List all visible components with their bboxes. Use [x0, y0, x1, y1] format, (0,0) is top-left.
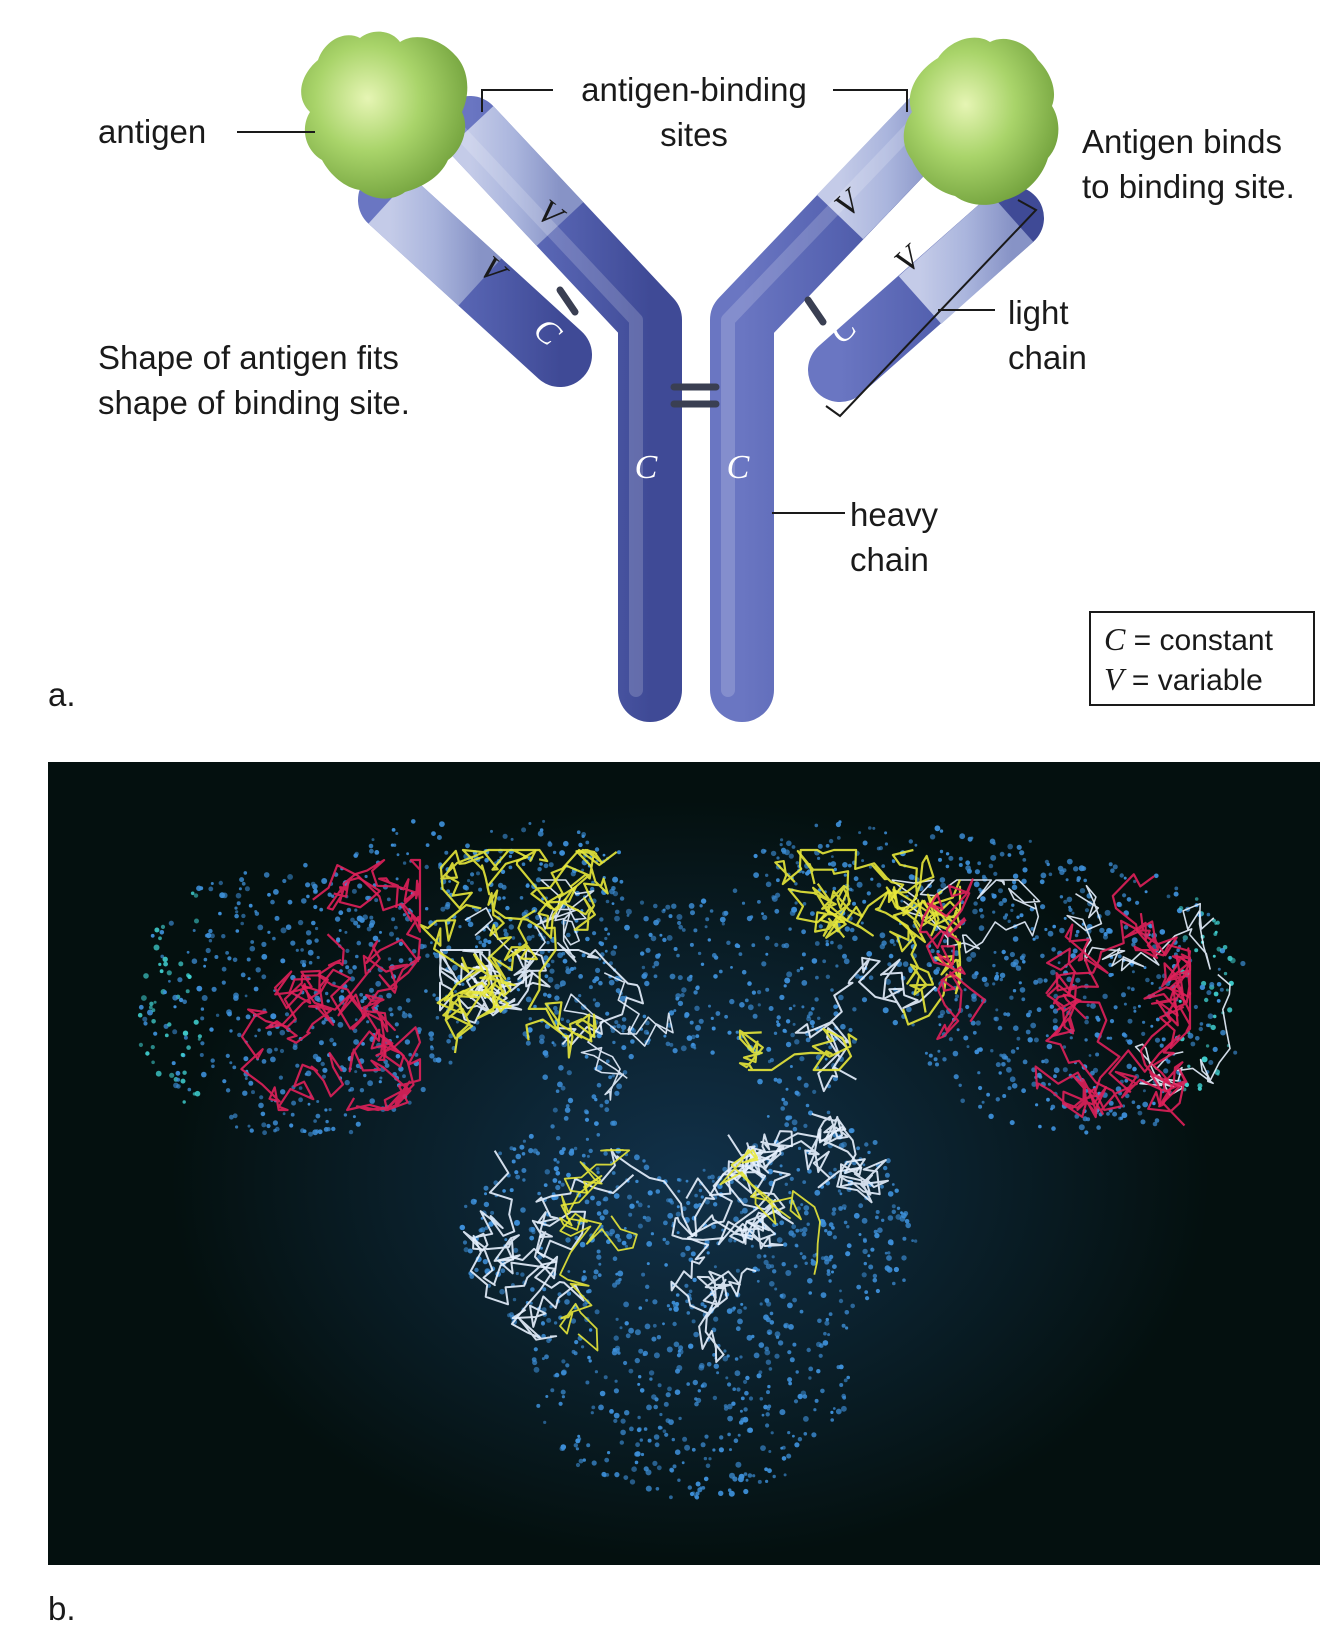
- backbone-white: [750, 1126, 889, 1204]
- backbone-yellow: [559, 1149, 638, 1252]
- backbone-yellow: [436, 981, 509, 1054]
- backbone-yellow: [774, 848, 905, 939]
- c-domain-heavy-left: C: [635, 449, 658, 486]
- heavy-chain-right: [710, 86, 967, 722]
- backbone-white: [1066, 884, 1215, 972]
- backbone-white: [709, 1134, 791, 1246]
- backbone-yellow: [439, 848, 549, 910]
- backbone-red: [240, 933, 363, 1112]
- bond-right-arm: [804, 296, 827, 326]
- legend-c-text: = constant: [1125, 624, 1273, 657]
- antibody-molecular-model: [137, 819, 1246, 1500]
- panel-b-label: b.: [48, 1590, 76, 1626]
- leader-binding-right: [833, 89, 908, 112]
- legend-v-symbol: V: [1104, 661, 1127, 697]
- label-binding-sites-2: sites: [660, 116, 728, 153]
- label-antigen: antigen: [98, 113, 206, 150]
- backbone-yellow: [719, 1149, 821, 1275]
- bracket-light-chain: [825, 199, 1038, 418]
- backbone-red: [326, 858, 422, 924]
- backbone-red: [312, 863, 422, 1033]
- backbone-yellow: [738, 1027, 858, 1072]
- backbone-red: [918, 878, 986, 1041]
- label-binds-2: to binding site.: [1082, 168, 1295, 205]
- legend-v-text: = variable: [1124, 664, 1263, 697]
- backbone-yellow: [787, 849, 864, 939]
- backbone-yellow: [515, 848, 609, 931]
- light-chain-right: [808, 186, 1044, 402]
- backbone-white: [464, 879, 595, 964]
- light-chain-left: [358, 168, 592, 387]
- backbone-red: [1045, 912, 1178, 1020]
- legend-variable: V = variable: [1104, 661, 1263, 697]
- antigen-left: [301, 31, 468, 199]
- label-binding-sites-1: antigen-binding: [581, 71, 807, 108]
- backbone-yellow: [559, 1175, 603, 1352]
- label-heavy-1: heavy: [850, 496, 939, 533]
- backbone-red: [1034, 984, 1121, 1119]
- leader-binding-left: [481, 89, 553, 112]
- backbone-white: [1134, 973, 1231, 1097]
- disulfide-bonds: [556, 286, 827, 408]
- bond-left-arm: [556, 286, 579, 316]
- panel-a: V V C V V C C C antigen antigen-binding …: [48, 31, 1315, 722]
- panel-a-label: a.: [48, 676, 76, 713]
- legend-constant: C = constant: [1104, 621, 1274, 657]
- backbone-white: [598, 1148, 757, 1363]
- legend: C = constant V = variable: [1089, 611, 1315, 706]
- backbone-white: [563, 972, 674, 1101]
- backbone-white: [463, 949, 644, 1046]
- backbone-white: [671, 1142, 794, 1250]
- panel-b: b.: [48, 762, 1320, 1626]
- backbone-yellow: [487, 848, 618, 980]
- label-fits-1: Shape of antigen fits: [98, 339, 399, 376]
- label-binds-1: Antigen binds: [1082, 123, 1282, 160]
- label-heavy-2: chain: [850, 541, 929, 578]
- legend-c-symbol: C: [1104, 621, 1126, 657]
- labels: antigen antigen-binding sites Antigen bi…: [48, 71, 1295, 713]
- backbone-white: [469, 1174, 635, 1341]
- backbone-white: [685, 1113, 863, 1237]
- backbone-red: [346, 1026, 422, 1112]
- backbone-red: [1111, 873, 1192, 1050]
- surface-dots: [137, 819, 1246, 1500]
- backbone-yellow: [525, 885, 598, 1059]
- label-light-1: light: [1008, 294, 1069, 331]
- antigen-right: [903, 37, 1059, 205]
- c-domain-heavy-right: C: [727, 449, 750, 486]
- label-fits-2: shape of binding site.: [98, 384, 410, 421]
- label-light-2: chain: [1008, 339, 1087, 376]
- heavy-chain-left: [438, 96, 682, 722]
- leader-lines: [237, 89, 1038, 514]
